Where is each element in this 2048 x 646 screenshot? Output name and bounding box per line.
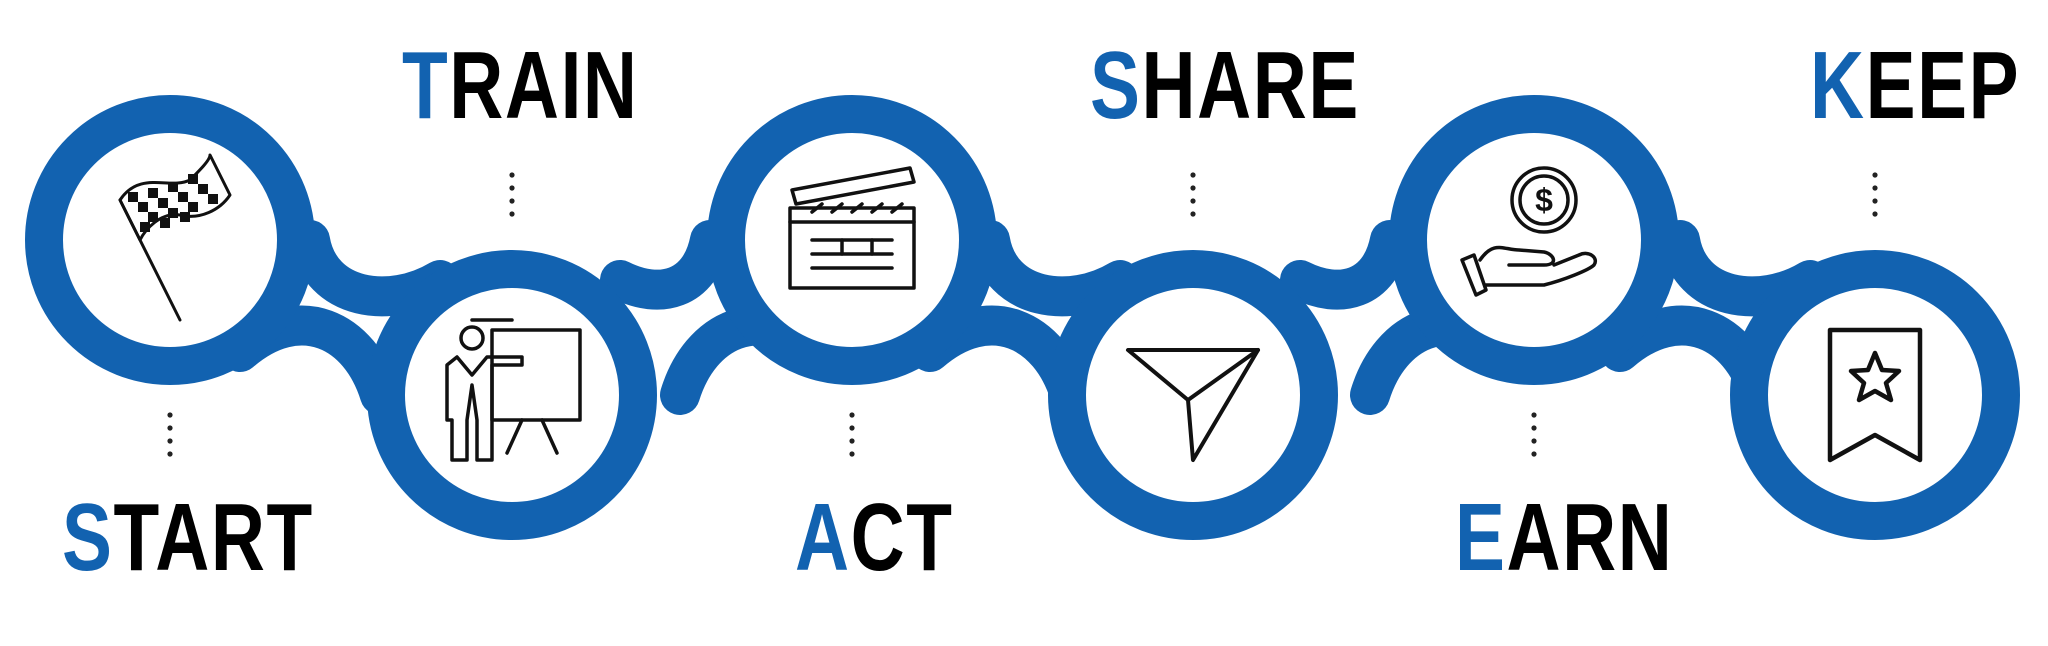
label-share-initial: S (1090, 32, 1142, 139)
bookmark-star-icon (1827, 327, 1923, 463)
dots-share (1190, 172, 1196, 217)
label-train-initial: T (402, 32, 450, 139)
rings (25, 95, 2020, 540)
leader-dots (167, 172, 1878, 457)
ring-train (367, 250, 657, 540)
label-keep-rest: EEP (1865, 32, 2021, 139)
label-act: ACT (795, 490, 954, 586)
label-share: SHARE (1090, 38, 1360, 134)
dots-train (509, 172, 515, 217)
clapperboard-icon (788, 166, 916, 290)
label-earn: EARN (1455, 490, 1673, 586)
label-earn-initial: E (1455, 484, 1507, 591)
label-train-rest: RAIN (449, 32, 639, 139)
label-share-rest: HARE (1141, 32, 1360, 139)
label-start: START (62, 490, 314, 586)
ring-start (25, 95, 315, 385)
hand-coin-icon: $ (1460, 166, 1597, 297)
svg-text:$: $ (1535, 182, 1553, 218)
label-keep-initial: K (1810, 32, 1866, 139)
connector-2-3b (600, 220, 730, 310)
label-train: TRAIN (402, 38, 639, 134)
ring-earn (1389, 95, 1679, 385)
label-earn-rest: ARN (1506, 484, 1674, 591)
label-keep: KEEP (1810, 38, 2020, 134)
label-act-rest: CT (850, 484, 954, 591)
dots-start (167, 412, 173, 457)
label-act-initial: A (795, 484, 851, 591)
connector-4-5b (1280, 220, 1410, 310)
dots-keep (1872, 172, 1878, 217)
label-start-initial: S (62, 484, 114, 591)
dots-earn (1531, 412, 1537, 457)
presenter-board-icon (445, 318, 582, 462)
paper-plane-icon (1126, 348, 1260, 462)
label-start-rest: TART (113, 484, 314, 591)
checkered-flag-icon (118, 153, 232, 322)
ring-keep (1730, 250, 2020, 540)
dots-act (849, 412, 855, 457)
